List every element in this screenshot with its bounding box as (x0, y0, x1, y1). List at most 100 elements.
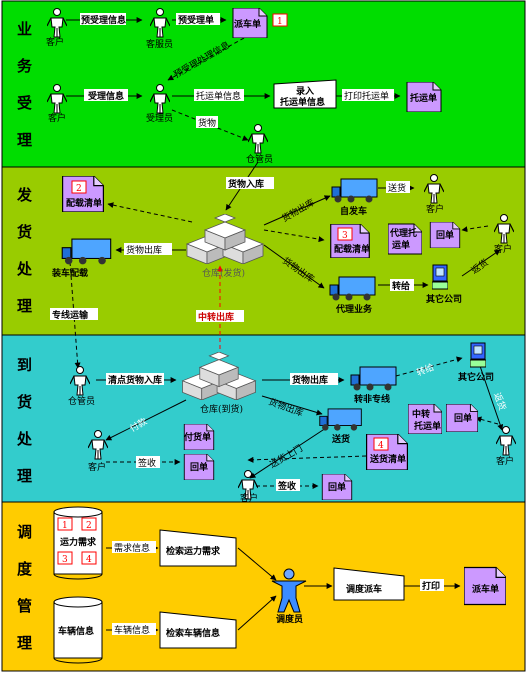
customer-label: 客户 (496, 455, 514, 467)
other-company-label: 其它公司 (426, 293, 462, 305)
section-title-dispatch: 发 货 处 理 (16, 186, 33, 315)
loading-list-doc: 2 配载清单 (62, 176, 104, 212)
dispatch-order-doc-label: 派车单 (472, 583, 499, 595)
capacity-demand-db: 1 2 运力需求 3 4 (53, 506, 103, 580)
transit-consign-line2: 托运单 (414, 420, 441, 432)
badge-1-label: 1 (277, 17, 283, 27)
badge-4-label: 4 (378, 441, 384, 451)
demand-info-label: 需求信息 (114, 542, 150, 554)
transit-out-label: 中转出库 (198, 311, 234, 323)
consign-info-label: 托运单信息 (196, 90, 241, 102)
delivery-order-doc-label: 送货清单 (369, 453, 406, 465)
section-title-char: 发 (16, 186, 33, 204)
search-vehicle-label: 检索车辆信息 (166, 627, 220, 639)
vehicle-info-db-label: 车辆信息 (58, 625, 94, 637)
payment-order-doc: 付货单 (183, 424, 215, 450)
return-receipt-doc-label: 回单 (190, 461, 208, 473)
return-receipt-doc: 回单 (446, 404, 478, 432)
pre-accept-order-label: 预受理单 (178, 14, 214, 26)
loading-list-doc-label: 配载清单 (334, 243, 370, 255)
section-title-char: 处 (16, 430, 33, 448)
sign-label: 签收 (138, 457, 156, 469)
customer-label: 客户 (48, 112, 66, 124)
dispatch-order-doc-label: 派车单 (234, 18, 261, 30)
section-title-char: 管 (17, 597, 32, 615)
enter-consign-line1: 录入 (296, 86, 314, 97)
section-title-char: 理 (17, 131, 32, 149)
consign-order-doc-label: 托运单 (410, 92, 437, 104)
return-receipt-doc-label: 回单 (454, 412, 472, 424)
warehouse-keeper-label: 仓管员 (246, 153, 273, 165)
goods-in-label: 货物入库 (228, 178, 264, 190)
vehicle-info-db: 车辆信息 (53, 596, 103, 664)
dispatcher-icon (271, 568, 307, 613)
other-company-icon (470, 342, 486, 368)
agent-consign-line1: 代理托 (389, 227, 417, 239)
badge-2-label: 2 (86, 521, 92, 531)
own-truck-label: 自发车 (340, 205, 367, 217)
badge-4 (373, 437, 389, 451)
search-demand-label: 检索运力需求 (166, 545, 221, 557)
badge-1 (272, 13, 288, 27)
goods-out-label: 货物出库 (292, 374, 328, 386)
section-title-char: 受 (17, 94, 32, 112)
section-title-char: 调 (17, 523, 32, 541)
return-receipt-doc: 回单 (183, 454, 215, 480)
section-title-char: 理 (17, 467, 32, 485)
other-company-icon (432, 264, 448, 290)
truck-loading-label: 装车配载 (51, 267, 88, 279)
dispatcher-label: 调度员 (276, 613, 303, 625)
section-title-char: 货 (17, 223, 32, 241)
sign-label: 签收 (277, 480, 296, 492)
section-title-business: 业 务 受 理 (17, 20, 33, 149)
warehouse-dispatch-label: 仓库(发货) (202, 267, 245, 279)
return-receipt-doc: 回单 (321, 474, 353, 500)
loading-list-doc-2: 3 配载清单 (330, 224, 370, 258)
agent-consign-doc: 代理托 运单 (388, 223, 422, 255)
print-label: 打印 (422, 580, 440, 592)
warehouse-keeper-label: 仓管员 (68, 395, 95, 407)
pre-accept-info-label: 预受理信息 (81, 14, 126, 26)
badge-3-label: 3 (62, 555, 68, 565)
customer-label: 客户 (494, 243, 512, 255)
section-title-char: 处 (16, 260, 33, 278)
section-title-char: 度 (17, 560, 33, 578)
warehouse-arrival-label: 仓库(到货) (200, 403, 243, 415)
cargo-label: 货物 (198, 117, 216, 129)
section-title-char: 业 (17, 20, 32, 38)
transit-consign-line1: 中转 (412, 408, 430, 420)
enter-consign-line2: 托运单信息 (280, 96, 325, 108)
deliver-label: 送货 (388, 182, 406, 194)
badge-4-label: 4 (86, 555, 92, 565)
return-receipt-doc-label: 回单 (436, 229, 454, 241)
receiver-label: 受理员 (146, 112, 173, 124)
section-title-arrival: 到 货 处 理 (16, 356, 33, 485)
badge-1-label: 1 (62, 521, 68, 531)
loading-list-doc-label: 配载清单 (66, 197, 102, 209)
schedule-truck-box: 调度派车 (333, 567, 405, 601)
section-title-char: 理 (17, 634, 32, 652)
count-in-label: 清点货物入库 (108, 374, 162, 386)
other-company-label: 其它公司 (458, 371, 494, 383)
service-staff-label: 客服员 (146, 38, 173, 50)
transit-consign-doc: 中转 托运单 (408, 404, 442, 434)
search-vehicle-box: 检索车辆信息 (159, 611, 237, 649)
section-title-char: 货 (17, 393, 32, 411)
dispatch-order-doc: 派车单 (232, 8, 268, 38)
consign-order-doc: 托运单 (406, 82, 442, 112)
badge-2 (71, 180, 87, 194)
transit-line-label: 转非专线 (354, 393, 390, 405)
section-title-char: 理 (17, 297, 32, 315)
customer-label: 客户 (240, 492, 258, 504)
goods-out-label: 货物出库 (126, 244, 162, 256)
badge-3 (337, 227, 353, 241)
agent-consign-line2: 运单 (392, 239, 410, 251)
print-consign-label: 打印托运单 (344, 90, 389, 102)
accept-info-label: 受理信息 (88, 90, 124, 102)
section-title-char: 到 (17, 356, 32, 374)
return-receipt-doc-label: 回单 (328, 481, 346, 493)
payment-order-doc-label: 付货单 (184, 431, 211, 443)
line-transport-label: 专线运输 (52, 309, 89, 321)
